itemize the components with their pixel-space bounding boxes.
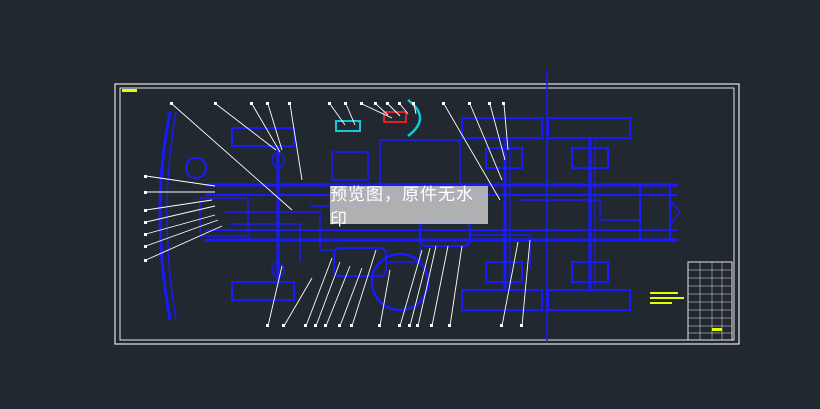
green-legend-3 <box>650 302 672 304</box>
cyan-valve <box>335 120 361 132</box>
preview-watermark: 预览图，原件无水印 <box>330 185 488 230</box>
inner-frame <box>119 87 735 341</box>
corner-tag <box>122 89 137 92</box>
outer-frame <box>114 83 740 345</box>
green-legend-2 <box>650 297 684 299</box>
chassis-linework <box>158 111 681 321</box>
title-block <box>687 261 733 341</box>
green-legend-1 <box>650 292 678 294</box>
red-valve <box>383 111 407 123</box>
leader-lines <box>145 103 531 327</box>
cyan-disc <box>407 99 422 137</box>
valve-details <box>335 99 684 304</box>
leader-ticks <box>144 102 523 327</box>
